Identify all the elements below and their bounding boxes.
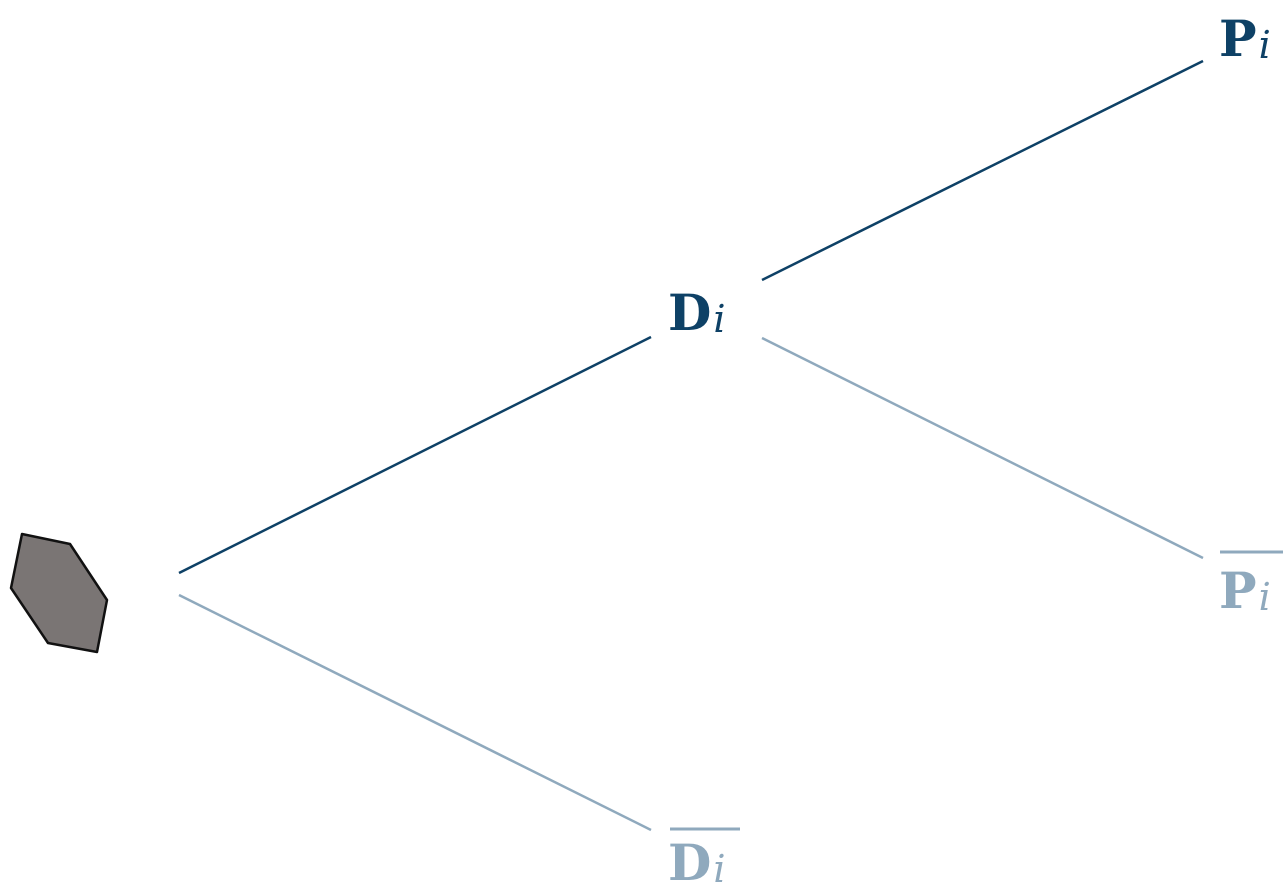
node-p-bar: Pi bbox=[1219, 550, 1283, 620]
node-d-subscript: i bbox=[713, 297, 725, 341]
svg-text:Pi: Pi bbox=[1219, 561, 1271, 620]
edge-root-to-d bbox=[178, 335, 652, 575]
node-d-symbol: D bbox=[668, 283, 711, 342]
node-d-bar: Di bbox=[668, 827, 740, 892]
edge-root-to-d-bar bbox=[178, 593, 652, 832]
node-p-bar-subscript: i bbox=[1259, 575, 1271, 619]
edge-d-to-p-bar bbox=[761, 336, 1204, 560]
node-p-symbol: P bbox=[1219, 9, 1257, 68]
svg-text:Di: Di bbox=[668, 283, 726, 342]
svg-text:Di: Di bbox=[668, 833, 726, 892]
node-d: Di bbox=[668, 283, 726, 342]
hexagon-icon bbox=[9, 532, 109, 654]
edge-d-to-p bbox=[761, 59, 1204, 282]
node-p: Pi bbox=[1219, 9, 1271, 68]
node-p-bar-symbol: P bbox=[1219, 561, 1257, 620]
node-p-subscript: i bbox=[1259, 23, 1271, 67]
svg-text:Pi: Pi bbox=[1219, 9, 1271, 68]
node-d-bar-subscript: i bbox=[713, 847, 725, 891]
node-d-bar-symbol: D bbox=[668, 833, 711, 892]
